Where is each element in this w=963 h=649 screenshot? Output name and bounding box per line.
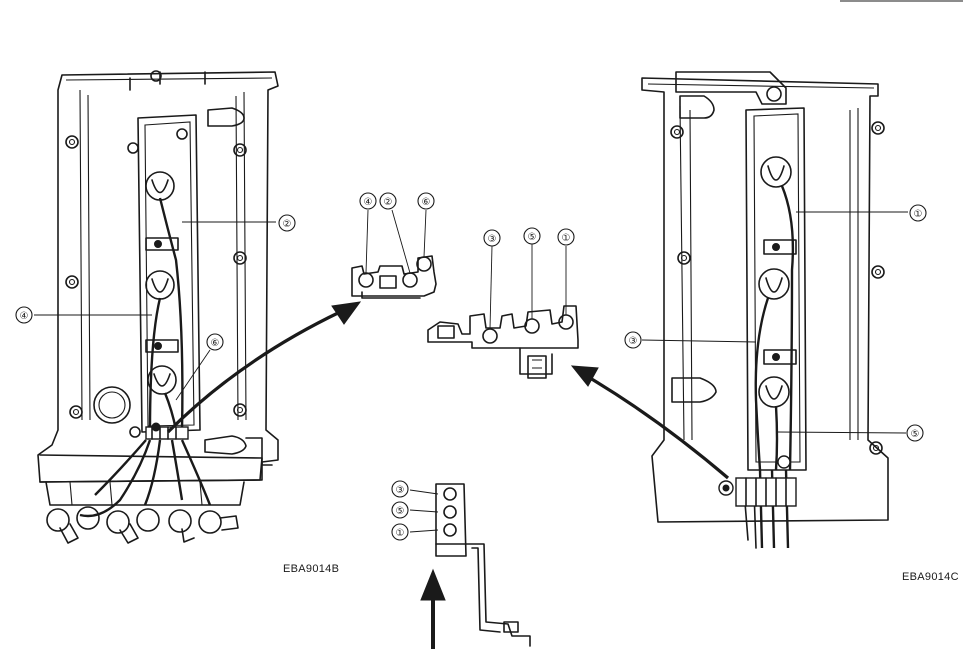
callout-right-engine-5: ⑤ [911,429,920,440]
callout-bracket-5: ⑤ [396,506,405,517]
left-clip-detail: ④ ② ⑥ [351,192,437,299]
callout-right-clip-1: ① [562,233,571,244]
left-bolt-holes [65,70,247,438]
callout-left-clip-6: ⑥ [422,197,431,208]
arrow-bottom-bracket [420,568,446,649]
bottom-bracket-detail: ③ ⑤ ① [391,480,531,647]
figure-code-left: EBA9014B [283,563,339,575]
right-spark-plug-boots [758,156,792,408]
arrow-right-clip-detail [570,365,730,480]
callout-left-engine-2: ② [283,219,292,230]
right-bolt-holes [670,121,885,455]
callout-left-engine-6: ⑥ [211,338,220,349]
callout-right-clip-3: ③ [488,234,497,245]
callout-left-clip-4: ④ [364,197,373,208]
left-plug-caps [46,506,239,544]
callout-bracket-1: ① [396,528,405,539]
callout-right-engine-3: ③ [629,336,638,347]
right-clip-detail: ③ ⑤ ① [427,227,579,379]
right-engine-callouts: ① ③ ⑤ [624,204,927,442]
arrow-left-clip-detail [166,301,362,434]
callout-right-clip-5: ⑤ [528,232,537,243]
left-cylinder-head-cover [37,70,279,544]
callout-bracket-3: ③ [396,485,405,496]
left-engine-callouts: ② ④ ⑥ [15,214,296,401]
right-cylinder-head-cover [641,71,889,549]
callout-left-clip-2: ② [384,197,393,208]
callout-left-engine-4: ④ [20,311,29,322]
figure-code-right: EBA9014C [902,571,959,583]
callout-right-engine-1: ① [914,209,923,220]
